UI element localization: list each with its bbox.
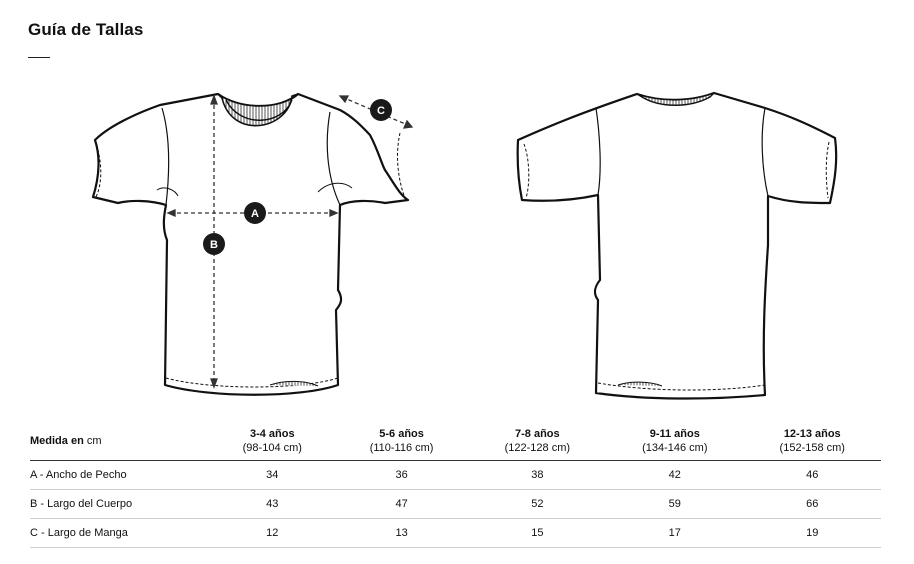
tshirt-illustration: A B C	[91, 91, 838, 400]
measure-badge-c: C	[370, 99, 392, 121]
svg-text:C: C	[377, 105, 385, 117]
tshirt-back	[516, 91, 838, 400]
table-cell: 38	[468, 460, 607, 490]
table-cell: 36	[334, 460, 469, 490]
row-label: B - Largo del Cuerpo	[30, 489, 210, 519]
table-cell: 47	[334, 489, 469, 519]
table-row: C - Largo de Manga 12 13 15 17 19	[30, 518, 881, 548]
column-header: 3-4 años(98-104 cm)	[210, 422, 335, 461]
table-cell: 13	[334, 518, 469, 548]
table-cell: 66	[743, 489, 881, 519]
table-cell: 52	[468, 489, 607, 519]
measure-badge-b: B	[203, 233, 225, 255]
title-underline	[28, 57, 50, 58]
table-row: A - Ancho de Pecho 34 36 38 42 46	[30, 460, 881, 490]
column-header: 7-8 años(122-128 cm)	[468, 422, 607, 461]
tshirt-front	[91, 92, 410, 396]
svg-text:A: A	[251, 208, 259, 220]
measure-badge-a: A	[244, 202, 266, 224]
size-table: Medida en cm 3-4 años(98-104 cm) 5-6 año…	[30, 422, 881, 548]
column-header: 5-6 años(110-116 cm)	[334, 422, 469, 461]
row-label: A - Ancho de Pecho	[30, 460, 210, 490]
table-cell: 19	[743, 518, 881, 548]
column-header: 9-11 años(134-146 cm)	[606, 422, 744, 461]
table-cell: 46	[743, 460, 881, 490]
row-label: C - Largo de Manga	[30, 518, 210, 548]
column-header: 12-13 años(152-158 cm)	[743, 422, 881, 461]
table-cell: 15	[468, 518, 607, 548]
table-cell: 34	[210, 460, 335, 490]
table-cell: 42	[606, 460, 744, 490]
table-header-row: Medida en cm 3-4 años(98-104 cm) 5-6 año…	[30, 422, 881, 461]
header-measure-label: Medida en cm	[30, 422, 210, 461]
table-cell: 17	[606, 518, 744, 548]
table-cell: 43	[210, 489, 335, 519]
table-cell: 12	[210, 518, 335, 548]
table-row: B - Largo del Cuerpo 43 47 52 59 66	[30, 489, 881, 519]
table-cell: 59	[606, 489, 744, 519]
svg-text:B: B	[210, 239, 218, 251]
page-title: Guía de Tallas	[28, 20, 144, 39]
